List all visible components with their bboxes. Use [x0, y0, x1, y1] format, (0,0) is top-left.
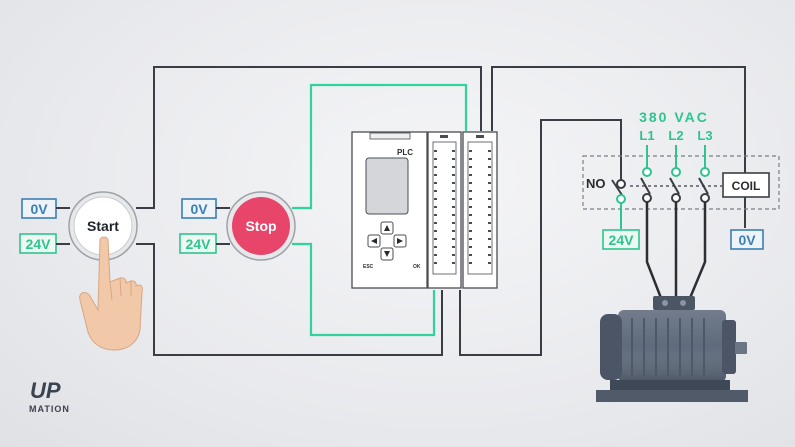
- start-bottom-wire: [136, 243, 443, 356]
- stop-24v-box: 24V: [179, 233, 217, 254]
- green-wires: [292, 83, 468, 337]
- plc-label: PLC: [397, 148, 413, 157]
- start-24v-label: 24V: [26, 236, 52, 252]
- logo-sub: MATION: [29, 404, 70, 414]
- stop-0v-box: 0V: [181, 198, 217, 219]
- io-module-1: [427, 131, 462, 289]
- no-contact-label: NO: [586, 176, 606, 191]
- pointing-hand-icon: [79, 236, 143, 351]
- start-button[interactable]: Start: [68, 191, 138, 261]
- no-contact-bottom-terminal: [616, 194, 626, 204]
- coil-box: COIL: [722, 172, 770, 198]
- phase-l3-label: L3: [697, 128, 712, 143]
- coil-0v-label: 0V: [738, 232, 756, 248]
- phase-supply-leads: [646, 145, 706, 168]
- plc-display: [365, 157, 409, 215]
- phase-l2-label: L2: [668, 128, 683, 143]
- start-24v-box: 24V: [19, 233, 57, 254]
- no-contact-24v-box: 24V: [602, 229, 640, 250]
- start-top-wire: [136, 66, 482, 209]
- coil-label: COIL: [732, 179, 761, 193]
- stop-button[interactable]: Stop: [226, 191, 296, 261]
- stop-top-wire: [292, 83, 468, 210]
- plc-navigation-keys[interactable]: [367, 221, 407, 261]
- plc-ok-label: OK: [413, 264, 421, 270]
- stop-0v-label: 0V: [190, 201, 208, 217]
- start-button-label: Start: [87, 218, 119, 234]
- stop-button-label: Stop: [245, 218, 276, 234]
- logo-main: UP: [30, 378, 61, 403]
- plc-to-coil-wire: [491, 66, 746, 180]
- start-0v-label: 0V: [30, 201, 48, 217]
- no-contact-24v-label: 24V: [609, 232, 635, 248]
- plc-esc-label: ESC: [363, 264, 374, 270]
- stop-24v-label: 24V: [186, 236, 212, 252]
- start-0v-box: 0V: [21, 198, 57, 219]
- no-contact-top-terminal: [616, 179, 626, 189]
- upmation-logo: UP MATION: [29, 378, 70, 414]
- dark-wires: [136, 66, 746, 356]
- plc-unit: PLC ESC OK: [351, 131, 428, 289]
- coil-0v-box: 0V: [730, 229, 764, 250]
- stop-bottom-wire: [292, 242, 436, 337]
- electric-motor: [596, 296, 748, 402]
- contactor-enclosure: [582, 155, 780, 210]
- plc-to-no-wire: [459, 119, 622, 356]
- io-module-2: [462, 131, 498, 289]
- motor-fins: [631, 318, 705, 376]
- supply-voltage-label: 380 VAC: [639, 109, 709, 125]
- phase-l1-label: L1: [639, 128, 654, 143]
- phase-supply-terminals: [642, 167, 710, 177]
- motor-cables: [645, 202, 707, 299]
- phase-output-terminals: [642, 193, 710, 203]
